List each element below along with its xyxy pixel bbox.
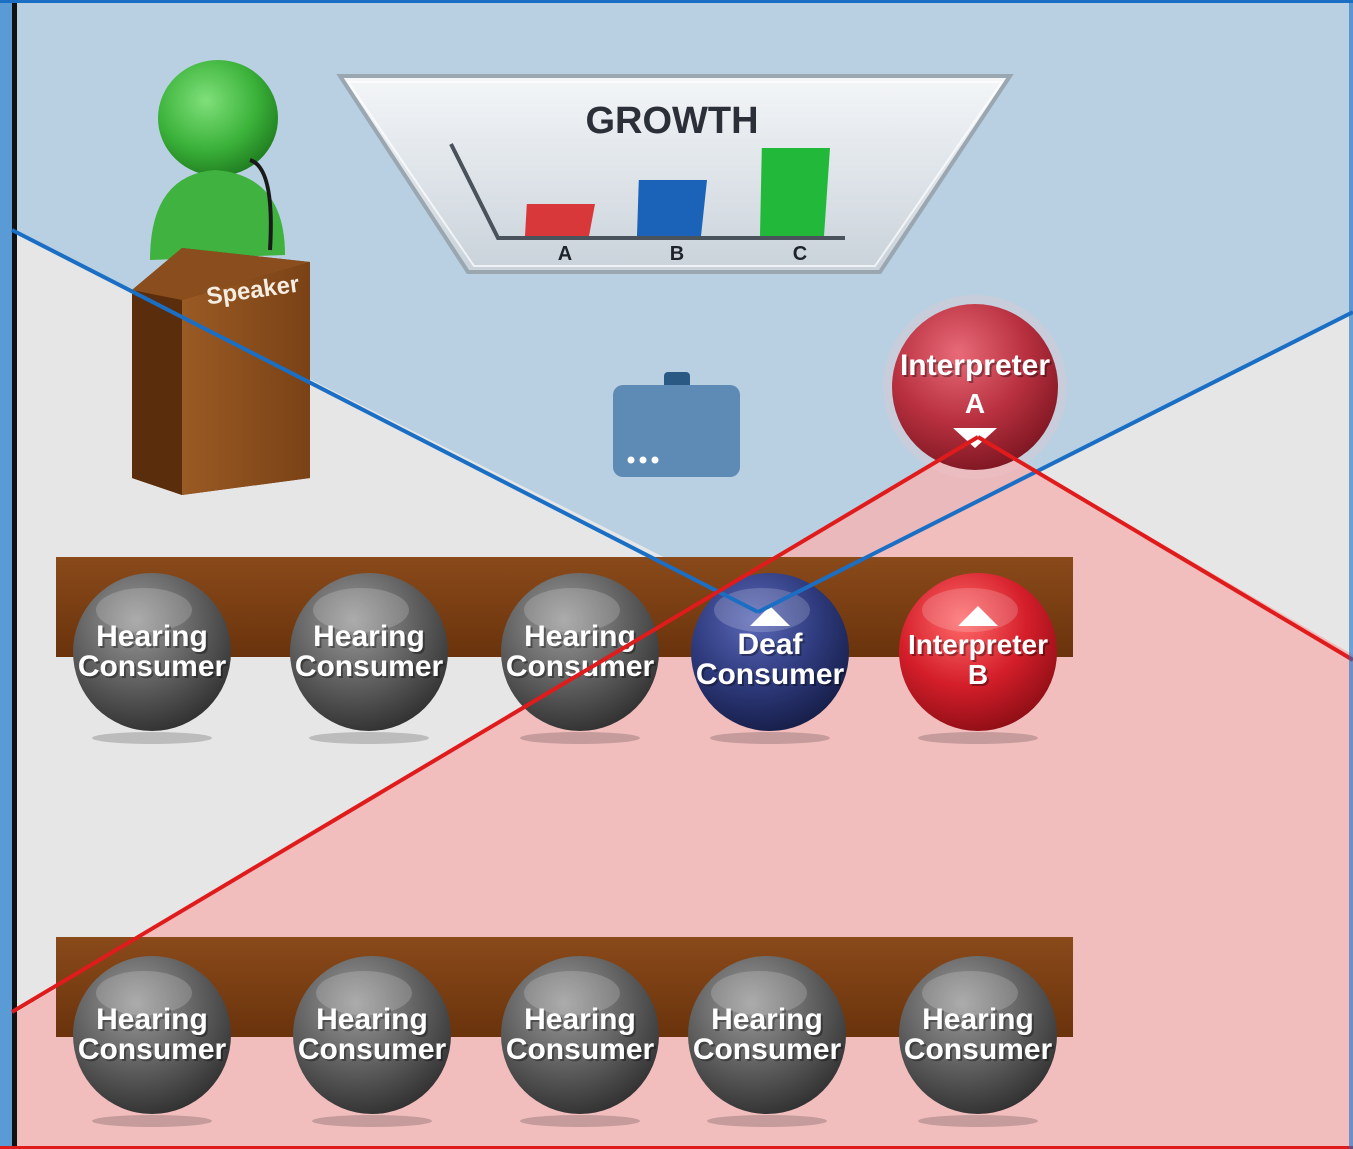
consumer-label: Hearing bbox=[922, 1003, 1034, 1036]
consumer-label: Hearing bbox=[524, 1003, 636, 1036]
interpreter-sightline-left bbox=[10, 435, 980, 1014]
speaker-figure bbox=[150, 60, 285, 260]
interpreter-sightline-right bbox=[976, 435, 1353, 662]
chart-category-label: C bbox=[793, 243, 807, 265]
svg-text:B: B bbox=[970, 661, 990, 692]
consumer-label: Hearing bbox=[316, 1003, 428, 1036]
consumer-label: Hearing bbox=[711, 1003, 823, 1036]
consumer-label: Hearing bbox=[524, 620, 636, 653]
left-frame-edge bbox=[12, 0, 17, 1149]
chart-category-label: B bbox=[670, 243, 684, 265]
svg-text:Hearing: Hearing bbox=[924, 1005, 1036, 1038]
consumer-label: Consumer bbox=[904, 1033, 1053, 1066]
svg-text:Consumer: Consumer bbox=[695, 1035, 844, 1068]
top-border bbox=[0, 0, 1353, 3]
right-border bbox=[1349, 0, 1353, 1149]
interpreter-a-label: Interpreter bbox=[900, 349, 1050, 382]
consumer-label: Consumer bbox=[295, 650, 444, 683]
svg-text:Hearing: Hearing bbox=[526, 1005, 638, 1038]
consumer-label: Consumer bbox=[298, 1033, 447, 1066]
consumer-label: B bbox=[968, 659, 988, 690]
chart-category-labels: A B C bbox=[558, 243, 807, 265]
speaker-body bbox=[150, 170, 285, 260]
svg-text:Consumer: Consumer bbox=[508, 652, 657, 685]
svg-text:Consumer: Consumer bbox=[300, 1035, 449, 1068]
consumer-label: Deaf bbox=[737, 628, 803, 661]
svg-text:Hearing: Hearing bbox=[713, 1005, 825, 1038]
consumer-label: Consumer bbox=[506, 1033, 655, 1066]
interpreter-a-letter: A bbox=[965, 388, 985, 419]
interpreter-a: Interpreter Interpreter A bbox=[883, 295, 1067, 479]
chart-category-label: A bbox=[558, 243, 572, 265]
svg-text:Hearing: Hearing bbox=[98, 1005, 210, 1038]
consumer-label: Consumer bbox=[696, 658, 845, 691]
consumer-label: Consumer bbox=[78, 650, 227, 683]
consumer-label: Hearing bbox=[96, 1003, 208, 1036]
consumer-label: Hearing bbox=[96, 620, 208, 653]
front-row: HearingHearingConsumerConsumerHearingHea… bbox=[73, 573, 1057, 744]
media-device-icon bbox=[613, 372, 740, 477]
consumer-label: Hearing bbox=[313, 620, 425, 653]
chart-title: GROWTH bbox=[585, 100, 758, 142]
svg-text:Consumer: Consumer bbox=[80, 1035, 229, 1068]
left-frame bbox=[0, 0, 12, 1149]
chart-bar-b bbox=[637, 180, 707, 236]
projection-screen bbox=[336, 74, 1014, 274]
consumer-label: Consumer bbox=[693, 1033, 842, 1066]
svg-text:Consumer: Consumer bbox=[698, 660, 847, 693]
svg-text:Consumer: Consumer bbox=[508, 1035, 657, 1068]
chart-bars bbox=[525, 148, 830, 236]
consumer-label: Consumer bbox=[78, 1033, 227, 1066]
back-row: HearingHearingConsumerConsumerHearingHea… bbox=[73, 956, 1057, 1127]
svg-text:Interpreter: Interpreter bbox=[910, 631, 1050, 662]
speaker-sightline-left bbox=[11, 228, 759, 614]
chart-axes bbox=[449, 143, 845, 240]
svg-text:Hearing: Hearing bbox=[98, 622, 210, 655]
svg-text:Consumer: Consumer bbox=[80, 652, 229, 685]
up-arrow-icon bbox=[750, 606, 790, 626]
microphone-icon bbox=[249, 158, 273, 251]
svg-text:Consumer: Consumer bbox=[297, 652, 446, 685]
svg-text:Deaf: Deaf bbox=[739, 630, 805, 663]
chart-bar-c bbox=[760, 148, 830, 236]
svg-text:Interpreter: Interpreter bbox=[902, 351, 1052, 384]
svg-text:Hearing: Hearing bbox=[318, 1005, 430, 1038]
up-arrow-icon bbox=[958, 606, 998, 626]
speaker-sightline-right bbox=[757, 310, 1353, 614]
consumer-label: Consumer bbox=[506, 650, 655, 683]
podium bbox=[132, 248, 310, 495]
speaker-head bbox=[158, 60, 278, 176]
svg-text:Consumer: Consumer bbox=[906, 1035, 1055, 1068]
consumer-label: Interpreter bbox=[908, 629, 1048, 660]
bottom-border bbox=[0, 1146, 1353, 1149]
chart-bar-a bbox=[525, 204, 595, 236]
svg-text:Hearing: Hearing bbox=[315, 622, 427, 655]
